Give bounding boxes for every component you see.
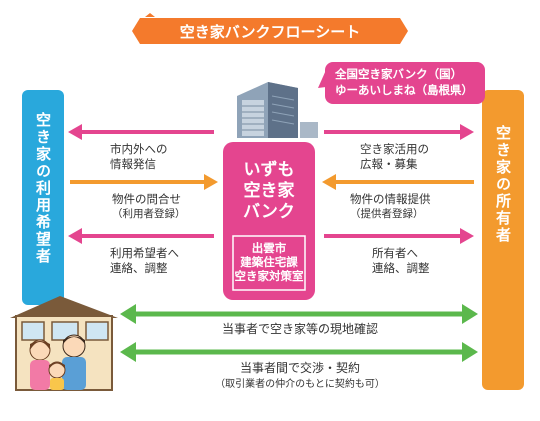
right-flow-2-line-1: 物件の情報提供 [350, 192, 431, 206]
left-flow-2-line-2: （利用者登録） [112, 208, 186, 220]
center-title-line-2: 空き家 [243, 181, 295, 201]
left-flow-3-line-1: 利用希望者へ [110, 246, 179, 260]
left-flow-1-line-1: 市内外への [110, 142, 168, 156]
arrow-left-3 [68, 228, 214, 244]
left-flow-1-label: 市内外への 情報発信 [110, 142, 210, 172]
national-bank-text: 全国空き家バンク（国） ゆーあいしまね（島根県） [335, 66, 483, 98]
right-flow-3-label: 所有者へ 連絡、調整 [372, 246, 472, 276]
office-line-1: 出雲市 [251, 241, 287, 255]
bottom-flow-2-label: 当事者間で交渉・契約 [239, 361, 360, 375]
left-flow-3-label: 利用希望者へ 連絡、調整 [110, 246, 220, 276]
office-box [232, 235, 306, 291]
arrow-right-2 [322, 174, 474, 190]
right-flow-2-line-2: （提供者登録） [350, 208, 424, 220]
center-title-line-1: いずも [243, 160, 295, 180]
right-flow-3-line-2: 連絡、調整 [372, 261, 430, 275]
right-flow-1-line-2: 広報・募集 [360, 157, 418, 171]
page-title: 空き家バンクフローシート [180, 23, 360, 41]
left-flow-2-line-1: 物件の問合せ [112, 192, 181, 206]
left-flow-1-line-2: 情報発信 [110, 157, 156, 171]
bottom-flow-2-note: （取引業者の仲介のもとに契約も可） [215, 379, 385, 390]
right-party-bar [482, 90, 524, 390]
arrow-left-2 [70, 174, 218, 190]
arrow-right-1 [324, 124, 474, 140]
national-bank-line-1: 全国空き家バンク（国） [335, 67, 463, 81]
office-text: 出雲市 建築住宅課 空き家対策室 [233, 241, 305, 283]
office-line-2: 建築住宅課 [240, 255, 298, 269]
arrow-bottom-1 [120, 304, 478, 324]
national-bank-box [325, 62, 485, 104]
bottom-flow-1-label: 当事者で空き家等の現地確認 [221, 322, 378, 336]
title-banner: 空き家バンクフローシート [132, 13, 408, 44]
building-icon [237, 82, 318, 138]
right-flow-1-line-1: 空き家活用の [360, 142, 429, 156]
left-party-label: 空き家の利用希望者 [34, 112, 52, 265]
arrow-bottom-2 [120, 342, 478, 362]
house-family-icon [10, 296, 118, 391]
center-bank-title: いずも 空き家 バンク [223, 160, 315, 223]
office-line-3: 空き家対策室 [234, 269, 304, 283]
left-flow-2-label: 物件の問合せ （利用者登録） [112, 192, 222, 222]
right-flow-1-label: 空き家活用の 広報・募集 [360, 142, 470, 172]
left-flow-3-line-2: 連絡、調整 [110, 261, 168, 275]
arrow-right-3 [324, 228, 474, 244]
center-title-line-3: バンク [243, 202, 295, 222]
left-party-bar [22, 90, 64, 305]
arrow-left-1 [68, 124, 214, 140]
national-bank-line-2: ゆーあいしまね（島根県） [335, 83, 473, 97]
title-banner-bg [140, 18, 400, 44]
right-flow-2-label: 物件の情報提供 （提供者登録） [350, 192, 475, 222]
right-party-label: 空き家の所有者 [494, 125, 512, 244]
right-flow-3-line-1: 所有者へ [372, 246, 418, 260]
national-bank-bubble [318, 62, 485, 104]
